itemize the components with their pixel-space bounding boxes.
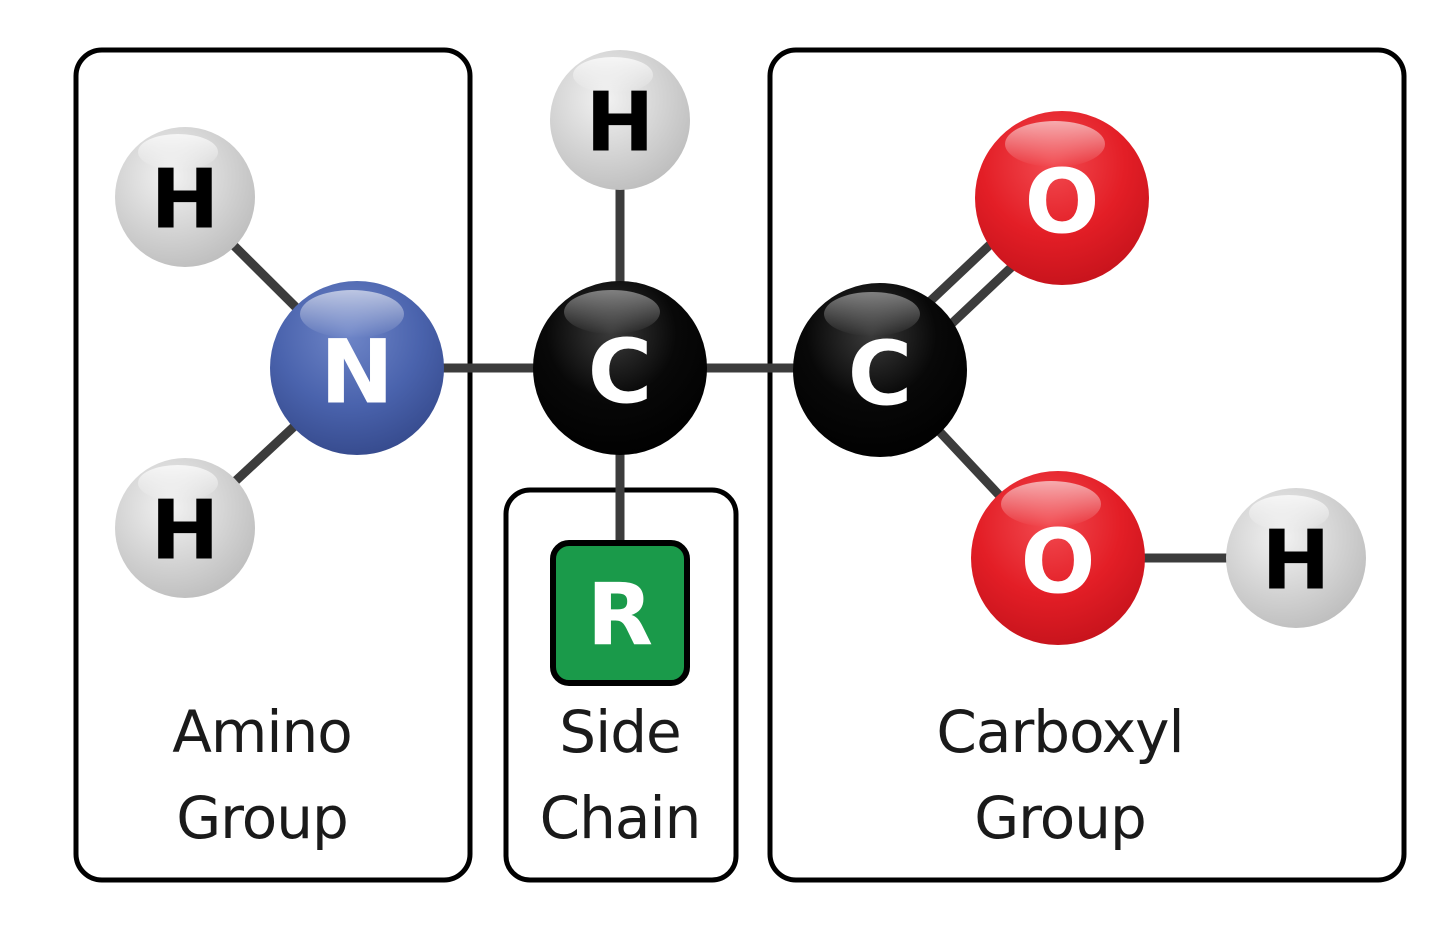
amino-group-label-line1: Amino	[172, 698, 352, 766]
oxygen-atom-double: O	[975, 111, 1149, 285]
amino-group-label-line2: Group	[176, 784, 348, 852]
side-chain-label-line2: Chain	[540, 784, 701, 852]
hydrogen-atom-alpha: H	[550, 50, 690, 190]
highlight	[1001, 481, 1101, 527]
nitrogen-atom: N	[270, 281, 444, 455]
r-group-label: R	[587, 565, 653, 665]
hydrogen-label: H	[151, 484, 220, 579]
highlight	[1005, 121, 1105, 167]
hydrogen-atom-amino-top: H	[115, 127, 255, 267]
highlight	[824, 292, 920, 336]
highlight	[300, 290, 404, 338]
hydrogen-label: H	[586, 76, 655, 171]
side-chain-r-group: R	[550, 540, 690, 686]
highlight	[138, 465, 218, 501]
carboxyl-carbon-atom: C	[793, 283, 967, 457]
carboxyl-group-box	[767, 47, 1407, 883]
hydrogen-label: H	[151, 153, 220, 248]
carbon-label: C	[848, 323, 913, 426]
oxygen-atom-hydroxyl: O	[971, 471, 1145, 645]
carbon-label: C	[588, 321, 653, 424]
highlight	[1249, 495, 1329, 531]
hydrogen-atom-amino-bottom: H	[115, 458, 255, 598]
oxygen-label: O	[1025, 151, 1100, 254]
oxygen-label: O	[1021, 511, 1096, 614]
highlight	[573, 57, 653, 93]
carboxyl-group-label-line2: Group	[974, 784, 1146, 852]
hydrogen-label: H	[1262, 514, 1331, 609]
side-chain-label-line1: Side	[559, 698, 680, 766]
nitrogen-label: N	[320, 321, 394, 424]
hydrogen-atom-hydroxyl: H	[1226, 488, 1366, 628]
carboxyl-group-label-line1: Carboxyl	[936, 698, 1183, 766]
highlight	[138, 134, 218, 170]
highlight	[564, 290, 660, 334]
alpha-carbon-atom: C	[533, 281, 707, 455]
r-group-square	[550, 540, 690, 686]
